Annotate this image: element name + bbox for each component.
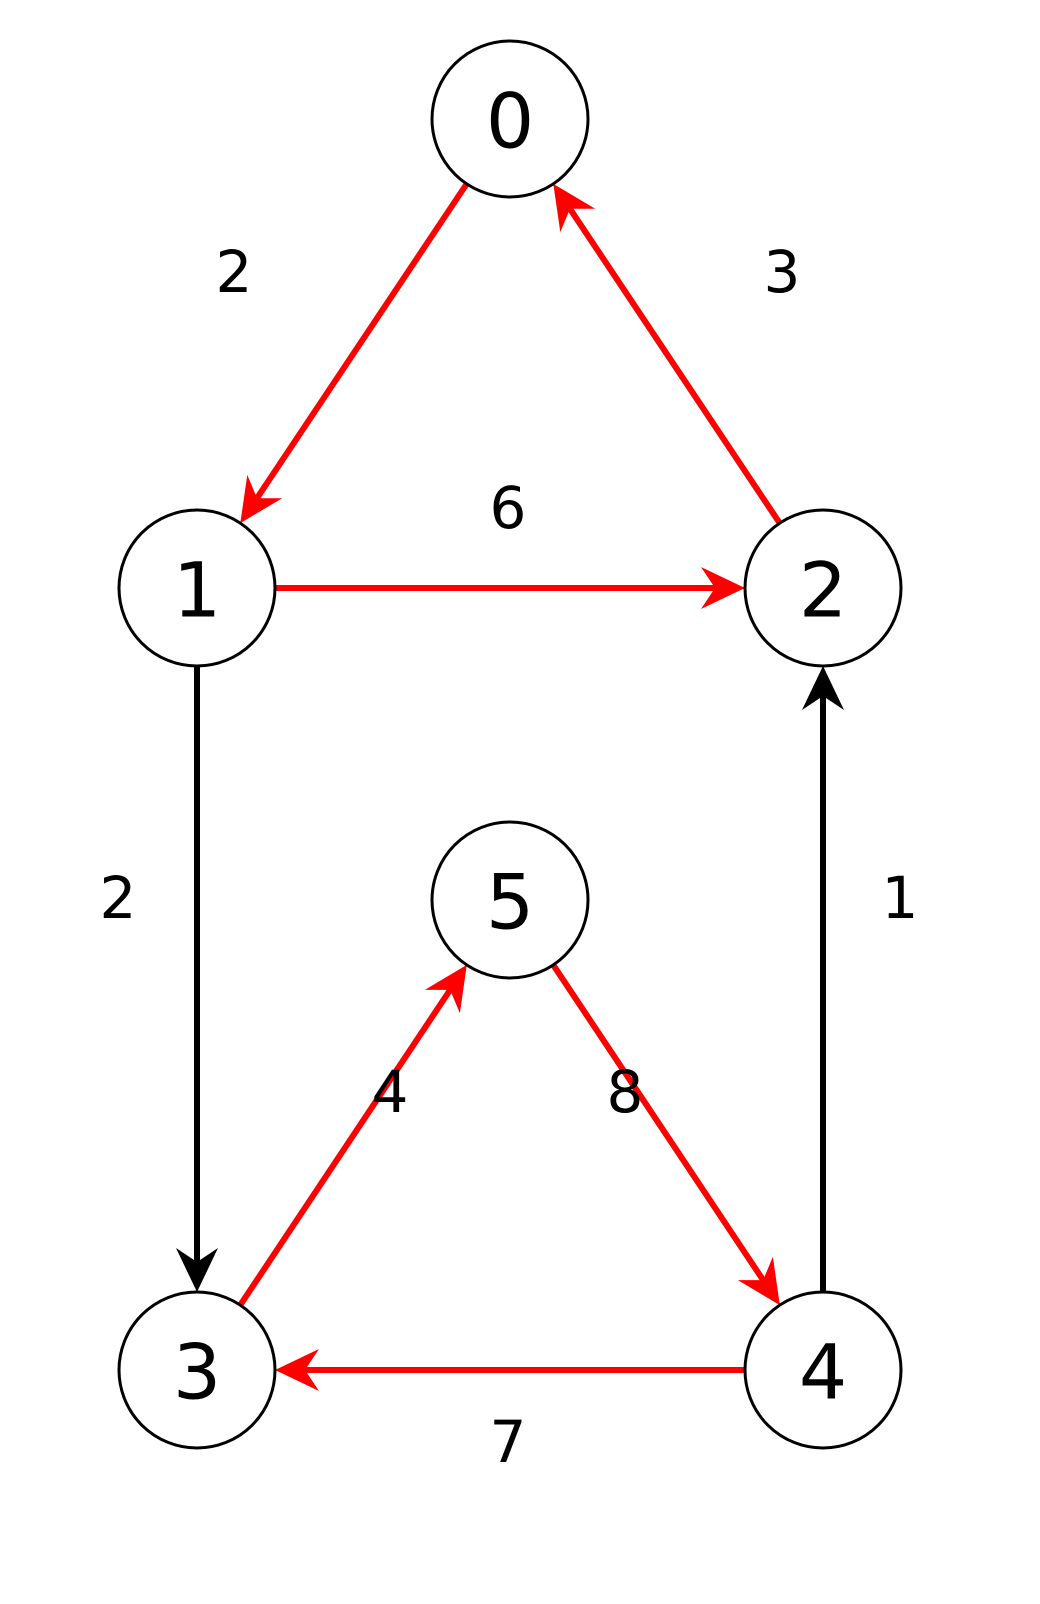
node-circle: [117, 508, 277, 668]
arrowhead-icon: [424, 964, 467, 1014]
arrowhead-icon: [553, 183, 596, 233]
node-circle: [430, 39, 590, 199]
node-label: 4: [799, 1328, 847, 1417]
node-3: 3: [117, 1290, 277, 1450]
edge-0-to-1: [240, 182, 470, 524]
node-label: 0: [486, 77, 534, 166]
node-label: 2: [799, 546, 847, 635]
edge-weight-4-to-3: 7: [490, 1408, 527, 1476]
arrowhead-icon: [701, 567, 745, 609]
edge-weights-layer: 2 3 6 2 1 4 8 7: [100, 238, 919, 1476]
edges-layer: [176, 182, 844, 1391]
edge-line: [567, 207, 783, 525]
edge-4-to-2: [802, 666, 844, 1292]
edge-5-to-4: [550, 963, 780, 1306]
edge-weight-5-to-4: 8: [607, 1058, 644, 1126]
node-label: 3: [173, 1328, 221, 1417]
arrowhead-icon: [275, 1349, 319, 1391]
node-5: 5: [430, 820, 590, 980]
node-label: 1: [173, 546, 221, 635]
node-circle: [430, 820, 590, 980]
nodes-layer: 0 1 2 3 4 5: [117, 39, 903, 1450]
node-circle: [743, 508, 903, 668]
edge-line: [550, 963, 766, 1282]
arrowhead-icon: [176, 1248, 218, 1292]
arrowhead-icon: [737, 1256, 780, 1306]
edge-4-to-3: [275, 1349, 745, 1391]
edge-weight-1-to-2: 6: [490, 474, 527, 542]
edge-weight-2-to-0: 3: [764, 238, 801, 306]
edge-weight-4-to-2: 1: [882, 864, 919, 932]
node-2: 2: [743, 508, 903, 668]
node-0: 0: [430, 39, 590, 199]
edge-line: [254, 182, 470, 500]
arrowhead-icon: [240, 474, 283, 524]
node-circle: [743, 1290, 903, 1450]
edge-weight-1-to-3: 2: [100, 864, 137, 932]
edge-2-to-0: [553, 183, 783, 525]
edge-3-to-5: [237, 964, 467, 1307]
edge-1-to-2: [275, 567, 745, 609]
node-circle: [117, 1290, 277, 1450]
arrowhead-icon: [802, 666, 844, 710]
edge-1-to-3: [176, 666, 218, 1292]
edge-weight-0-to-1: 2: [216, 238, 253, 306]
node-label: 5: [486, 858, 534, 947]
edge-weight-3-to-5: 4: [372, 1058, 409, 1126]
node-4: 4: [743, 1290, 903, 1450]
node-1: 1: [117, 508, 277, 668]
edge-line: [237, 988, 453, 1307]
